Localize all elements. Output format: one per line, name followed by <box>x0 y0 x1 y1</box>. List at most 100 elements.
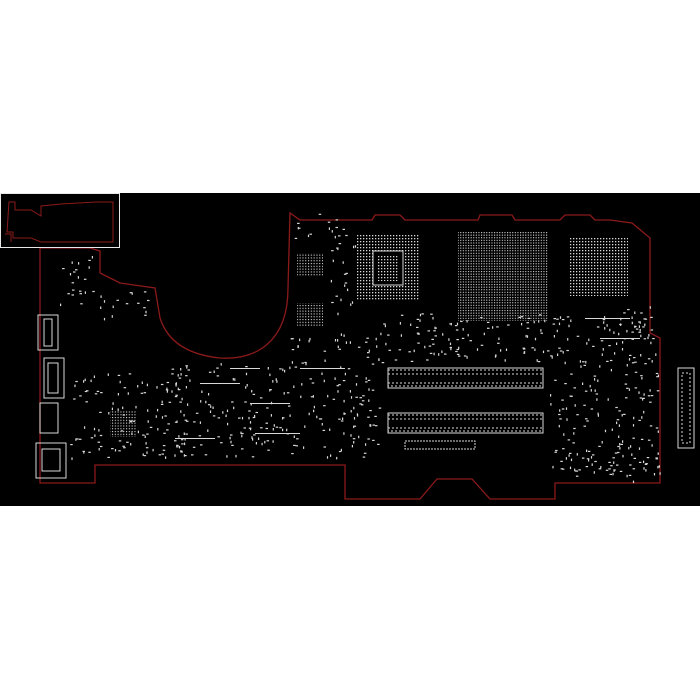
smd-part <box>600 466 602 469</box>
smd-part <box>125 303 129 305</box>
smd-part <box>601 441 603 444</box>
smd-part <box>342 228 345 230</box>
smd-part <box>259 397 263 399</box>
smd-part <box>629 354 632 356</box>
smd-part <box>655 372 659 375</box>
smd-part <box>336 385 339 387</box>
smd-part <box>143 455 147 457</box>
smd-part <box>569 466 572 470</box>
smd-part <box>492 326 494 329</box>
smd-part <box>628 446 630 450</box>
smd-part <box>417 333 420 335</box>
smd-part <box>352 438 356 440</box>
smd-part <box>616 421 618 425</box>
smd-part <box>592 345 595 347</box>
smd-part <box>640 354 642 357</box>
smd-part <box>371 389 375 391</box>
smd-part <box>178 389 181 391</box>
smd-part <box>137 430 139 434</box>
smd-part <box>144 435 146 438</box>
smd-part <box>498 337 500 340</box>
smd-part <box>123 387 127 389</box>
smd-part <box>518 316 521 318</box>
smd-part <box>130 443 132 446</box>
smd-part <box>347 288 349 292</box>
smd-part <box>260 427 263 429</box>
smd-part <box>617 445 620 448</box>
smd-part <box>413 349 415 353</box>
smd-part <box>522 348 526 350</box>
smd-part <box>400 334 402 337</box>
smd-part <box>504 359 506 362</box>
smd-part <box>533 320 535 324</box>
smd-part <box>631 453 633 456</box>
smd-part <box>387 334 390 336</box>
smd-part <box>340 366 342 369</box>
smd-part <box>462 328 464 331</box>
smd-part <box>639 397 643 399</box>
smd-part <box>573 387 576 389</box>
smd-part <box>171 368 175 370</box>
overview-minimap[interactable] <box>0 193 120 248</box>
smd-part <box>176 446 179 448</box>
smd-part <box>378 358 380 361</box>
smd-part <box>553 318 556 320</box>
smd-part <box>267 449 270 451</box>
smd-part <box>643 393 645 396</box>
smd-part <box>410 360 414 362</box>
smd-part <box>337 312 339 316</box>
smd-part <box>108 412 110 415</box>
smd-part <box>332 398 336 400</box>
smd-part <box>88 451 91 453</box>
smd-part <box>570 373 573 375</box>
smd-part <box>338 384 341 386</box>
smd-part <box>590 389 592 392</box>
smd-part <box>657 452 659 455</box>
smd-part <box>608 468 611 470</box>
smd-part <box>595 393 599 395</box>
smd-part <box>331 250 334 252</box>
smd-part <box>566 418 568 421</box>
smd-part <box>476 348 479 351</box>
smd-part <box>90 437 94 439</box>
smd-part <box>607 398 609 401</box>
smd-part <box>614 352 616 355</box>
smd-part <box>192 446 196 448</box>
smd-part <box>335 295 338 297</box>
smd-part <box>266 440 270 442</box>
smd-part <box>120 430 124 432</box>
smd-part <box>593 375 597 377</box>
smd-part <box>565 457 567 460</box>
smd-part <box>272 380 274 383</box>
smd-part <box>567 439 571 441</box>
smd-part <box>642 326 645 328</box>
smd-part <box>362 456 366 458</box>
smd-part <box>604 316 606 319</box>
smd-part <box>632 468 636 470</box>
smd-part <box>645 469 647 472</box>
smd-part <box>568 324 570 328</box>
smd-part <box>350 410 352 413</box>
smd-part <box>83 380 85 383</box>
boardview-canvas[interactable] <box>0 193 700 506</box>
smd-part <box>71 457 73 460</box>
smd-part <box>616 464 619 466</box>
smd-part <box>208 404 211 406</box>
smd-part <box>586 449 588 452</box>
smd-part <box>615 406 618 409</box>
memory-slots <box>387 367 544 450</box>
smd-part <box>349 341 351 344</box>
smd-part <box>594 460 597 463</box>
smd-part <box>185 386 187 389</box>
smd-part <box>610 368 612 372</box>
smd-part <box>248 427 252 429</box>
footprint-line <box>250 403 290 404</box>
smd-part <box>98 429 100 432</box>
smd-part <box>598 468 602 470</box>
smd-part <box>500 349 502 352</box>
smd-part <box>559 350 563 352</box>
smd-part <box>60 303 62 307</box>
smd-part <box>335 219 339 221</box>
smd-part <box>187 369 190 371</box>
smd-part <box>609 359 613 362</box>
